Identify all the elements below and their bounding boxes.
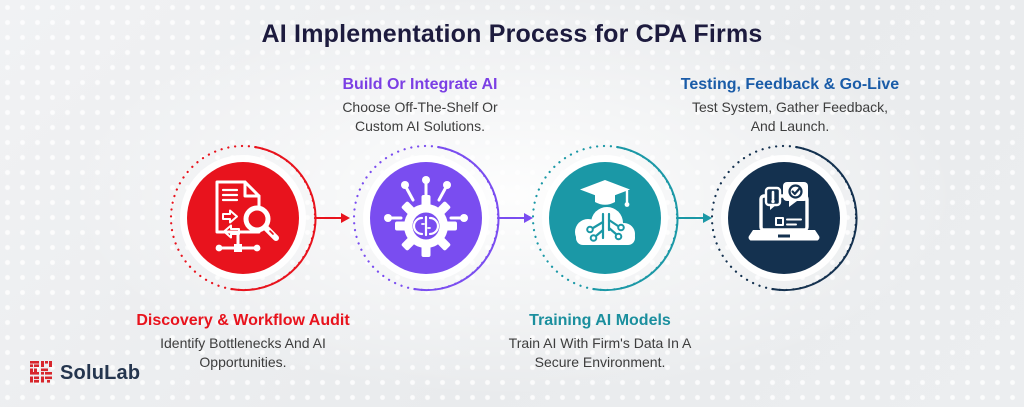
flow-arrow bbox=[316, 212, 350, 224]
step-label-testing-feedback-go-live: Testing, Feedback & Go-Live Test System,… bbox=[650, 76, 930, 137]
cloud-circuit-graduation-icon bbox=[575, 180, 635, 245]
step-label-discovery-workflow-audit: Discovery & Workflow Audit Identify Bott… bbox=[93, 312, 393, 373]
ai-gear-network-icon bbox=[384, 176, 468, 257]
step-heading: Discovery & Workflow Audit bbox=[136, 312, 350, 329]
step-label-build-or-integrate-ai: Build Or Integrate AI Choose Off-The-She… bbox=[280, 76, 560, 137]
step-heading: Testing, Feedback & Go-Live bbox=[680, 76, 900, 93]
flow-arrow bbox=[499, 212, 533, 224]
solid-arc-ring bbox=[592, 145, 679, 292]
step-heading: Build Or Integrate AI bbox=[342, 76, 498, 93]
logo-text: SoluLab bbox=[60, 362, 141, 384]
step-node-testing bbox=[689, 123, 879, 313]
step-node-build-integrate bbox=[331, 123, 533, 313]
step-node-training bbox=[510, 123, 712, 313]
solid-arc-ring bbox=[413, 145, 500, 292]
step-description: Train AI With Firm's Data In A Secure En… bbox=[508, 335, 692, 371]
flow-arrow bbox=[678, 212, 712, 224]
solid-arc-ring bbox=[230, 145, 317, 292]
step-description: Choose Off-The-Shelf Or Custom AI Soluti… bbox=[342, 99, 498, 135]
step-label-training-ai-models: Training AI Models Train AI With Firm's … bbox=[460, 312, 740, 373]
step-description: Identify Bottlenecks And AI Opportunitie… bbox=[160, 335, 326, 371]
laptop-feedback-icon bbox=[748, 182, 820, 241]
step-node-discovery bbox=[148, 123, 350, 313]
document-search-audit-icon bbox=[215, 180, 279, 252]
step-description: Test System, Gather Feedback, And Launch… bbox=[691, 99, 889, 135]
step-circle bbox=[187, 162, 299, 274]
solulab-logo: SoluLab bbox=[30, 361, 140, 386]
solid-arc-ring bbox=[771, 145, 858, 292]
step-heading: Training AI Models bbox=[529, 312, 671, 329]
page-title: AI Implementation Process for CPA Firms bbox=[261, 20, 763, 48]
solulab-pixel-mark-icon bbox=[30, 361, 52, 383]
